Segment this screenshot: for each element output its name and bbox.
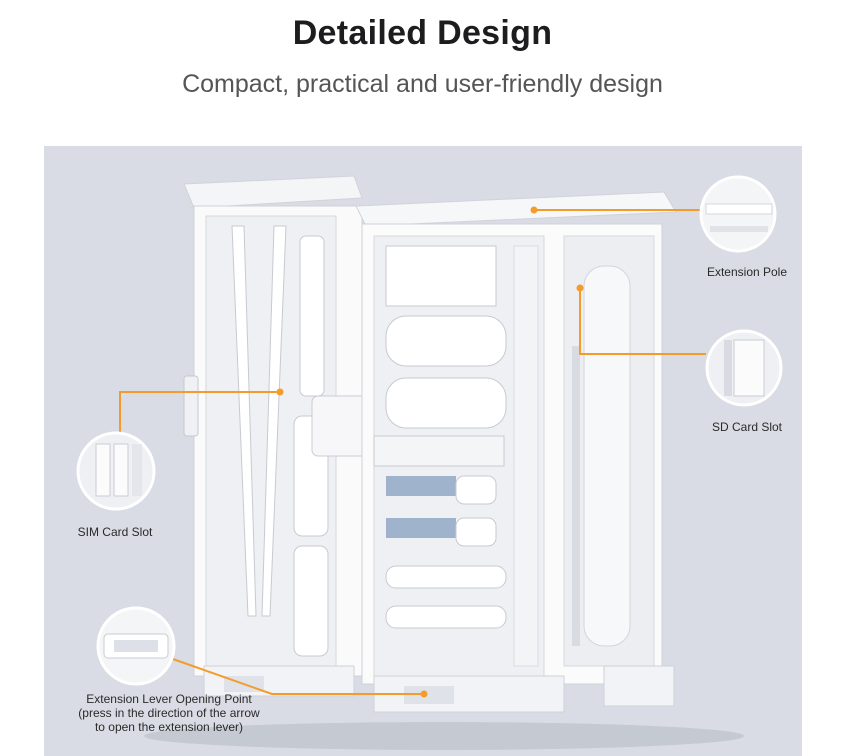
floor-shadow [144, 722, 744, 750]
label-extension-pole: Extension Pole [706, 265, 788, 279]
label-extension-lever-line2: (press in the direction of the arrow [78, 706, 260, 720]
page-title: Detailed Design [292, 14, 553, 52]
label-sd-card-slot: SD Card Slot [711, 420, 783, 434]
lever-line [169, 657, 424, 695]
callout-lines [119, 209, 706, 695]
label-extension-lever-line3: to open the extension lever) [94, 720, 244, 734]
page-subtitle: Compact, practical and user-friendly des… [182, 70, 663, 98]
callout-dots [276, 206, 584, 698]
sim-card-line [119, 391, 280, 438]
zoom-extension-pole [699, 175, 777, 253]
right-case-half [355, 191, 677, 713]
label-sim-card-slot: SIM Card Slot [77, 525, 153, 539]
sd-card-line [579, 288, 706, 355]
zoom-sim-card-slot [76, 431, 156, 511]
zoom-extension-lever [96, 606, 176, 686]
product-illustration [76, 175, 783, 750]
label-extension-lever-line1: Extension Lever Opening Point [86, 692, 252, 706]
label-extension-lever: Extension Lever Opening Point (press in … [44, 692, 294, 734]
zoom-sd-card-slot [705, 329, 783, 407]
